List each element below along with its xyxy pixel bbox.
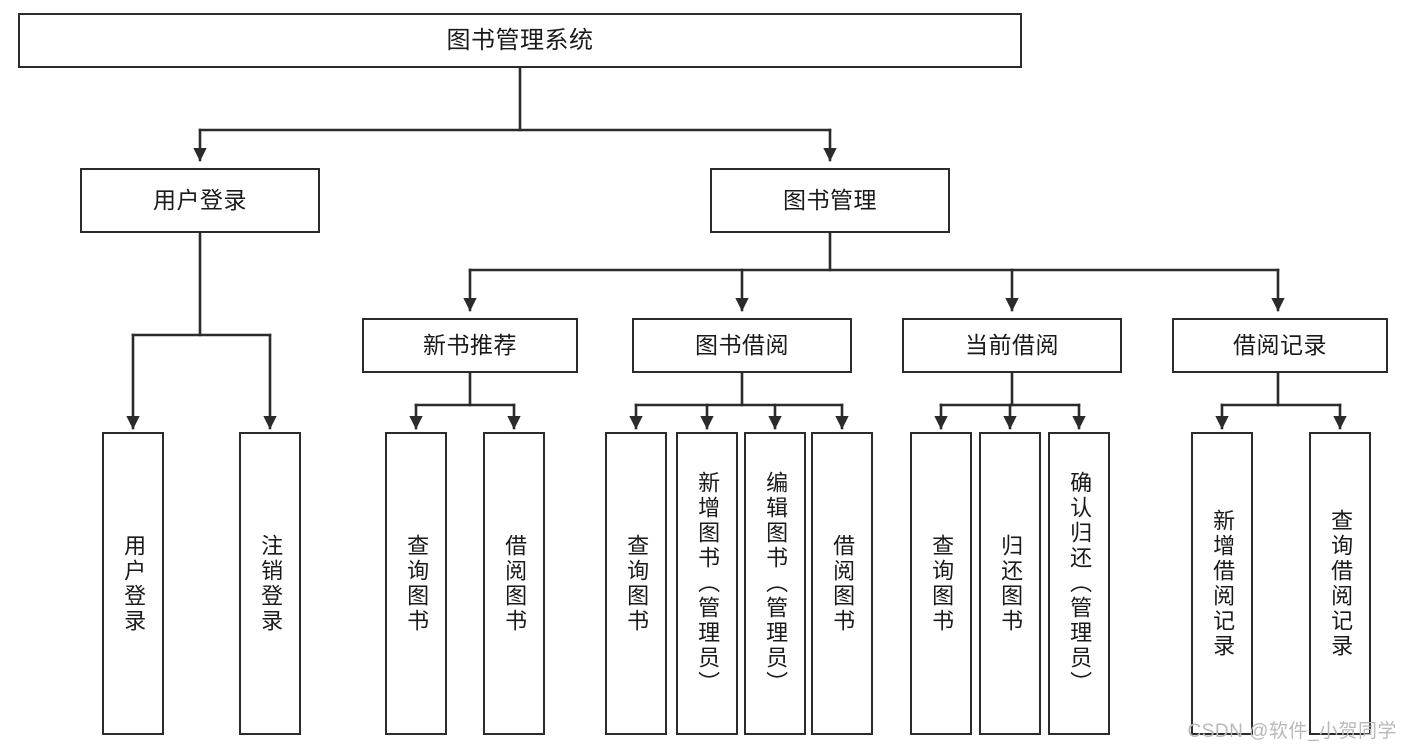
node-book-borrow[interactable]: 图书借阅	[632, 318, 852, 373]
node-label: 归还图书	[998, 533, 1024, 634]
leaf-edit-book[interactable]: 编辑图书（管理员）	[744, 432, 806, 735]
node-label: 编辑图书（管理员）	[763, 471, 789, 696]
node-label: 借阅图书	[502, 533, 528, 634]
node-borrow-record[interactable]: 借阅记录	[1172, 318, 1388, 373]
node-label: 借阅图书	[830, 533, 856, 634]
leaf-return-book[interactable]: 归还图书	[979, 432, 1041, 735]
node-label: 图书管理系统	[446, 26, 594, 54]
leaf-user-login[interactable]: 用户登录	[102, 432, 164, 735]
node-user-login[interactable]: 用户登录	[80, 168, 320, 233]
leaf-add-borrow-record[interactable]: 新增借阅记录	[1191, 432, 1253, 735]
node-label: 注销登录	[258, 533, 284, 634]
leaf-query-book-current[interactable]: 查询图书	[910, 432, 972, 735]
node-label: 当前借阅	[965, 332, 1059, 359]
node-label: 借阅记录	[1233, 332, 1327, 359]
node-label: 新书推荐	[423, 332, 517, 359]
node-label: 查询图书	[929, 533, 955, 634]
node-label: 用户登录	[121, 533, 147, 634]
node-label: 查询图书	[624, 533, 650, 634]
leaf-query-book-borrow[interactable]: 查询图书	[605, 432, 667, 735]
leaf-logout-login[interactable]: 注销登录	[239, 432, 301, 735]
node-label: 图书管理	[783, 187, 877, 214]
node-label: 查询借阅记录	[1328, 508, 1354, 659]
leaf-query-borrow-record[interactable]: 查询借阅记录	[1309, 432, 1371, 735]
leaf-query-book-recommend[interactable]: 查询图书	[385, 432, 447, 735]
node-label: 用户登录	[153, 187, 247, 214]
leaf-add-book[interactable]: 新增图书（管理员）	[676, 432, 738, 735]
node-root-system[interactable]: 图书管理系统	[18, 13, 1022, 68]
node-label: 新增图书（管理员）	[695, 471, 721, 696]
node-current-borrow[interactable]: 当前借阅	[902, 318, 1122, 373]
node-new-book-recommend[interactable]: 新书推荐	[362, 318, 578, 373]
node-label: 查询图书	[404, 533, 430, 634]
node-label: 新增借阅记录	[1210, 508, 1236, 659]
node-book-management[interactable]: 图书管理	[710, 168, 950, 233]
leaf-confirm-return[interactable]: 确认归还（管理员）	[1048, 432, 1110, 735]
leaf-borrow-book-recommend[interactable]: 借阅图书	[483, 432, 545, 735]
node-label: 图书借阅	[695, 332, 789, 359]
leaf-borrow-book[interactable]: 借阅图书	[811, 432, 873, 735]
watermark-credit: CSDN @软件_小贺同学	[1187, 721, 1397, 742]
node-label: 确认归还（管理员）	[1067, 471, 1093, 696]
